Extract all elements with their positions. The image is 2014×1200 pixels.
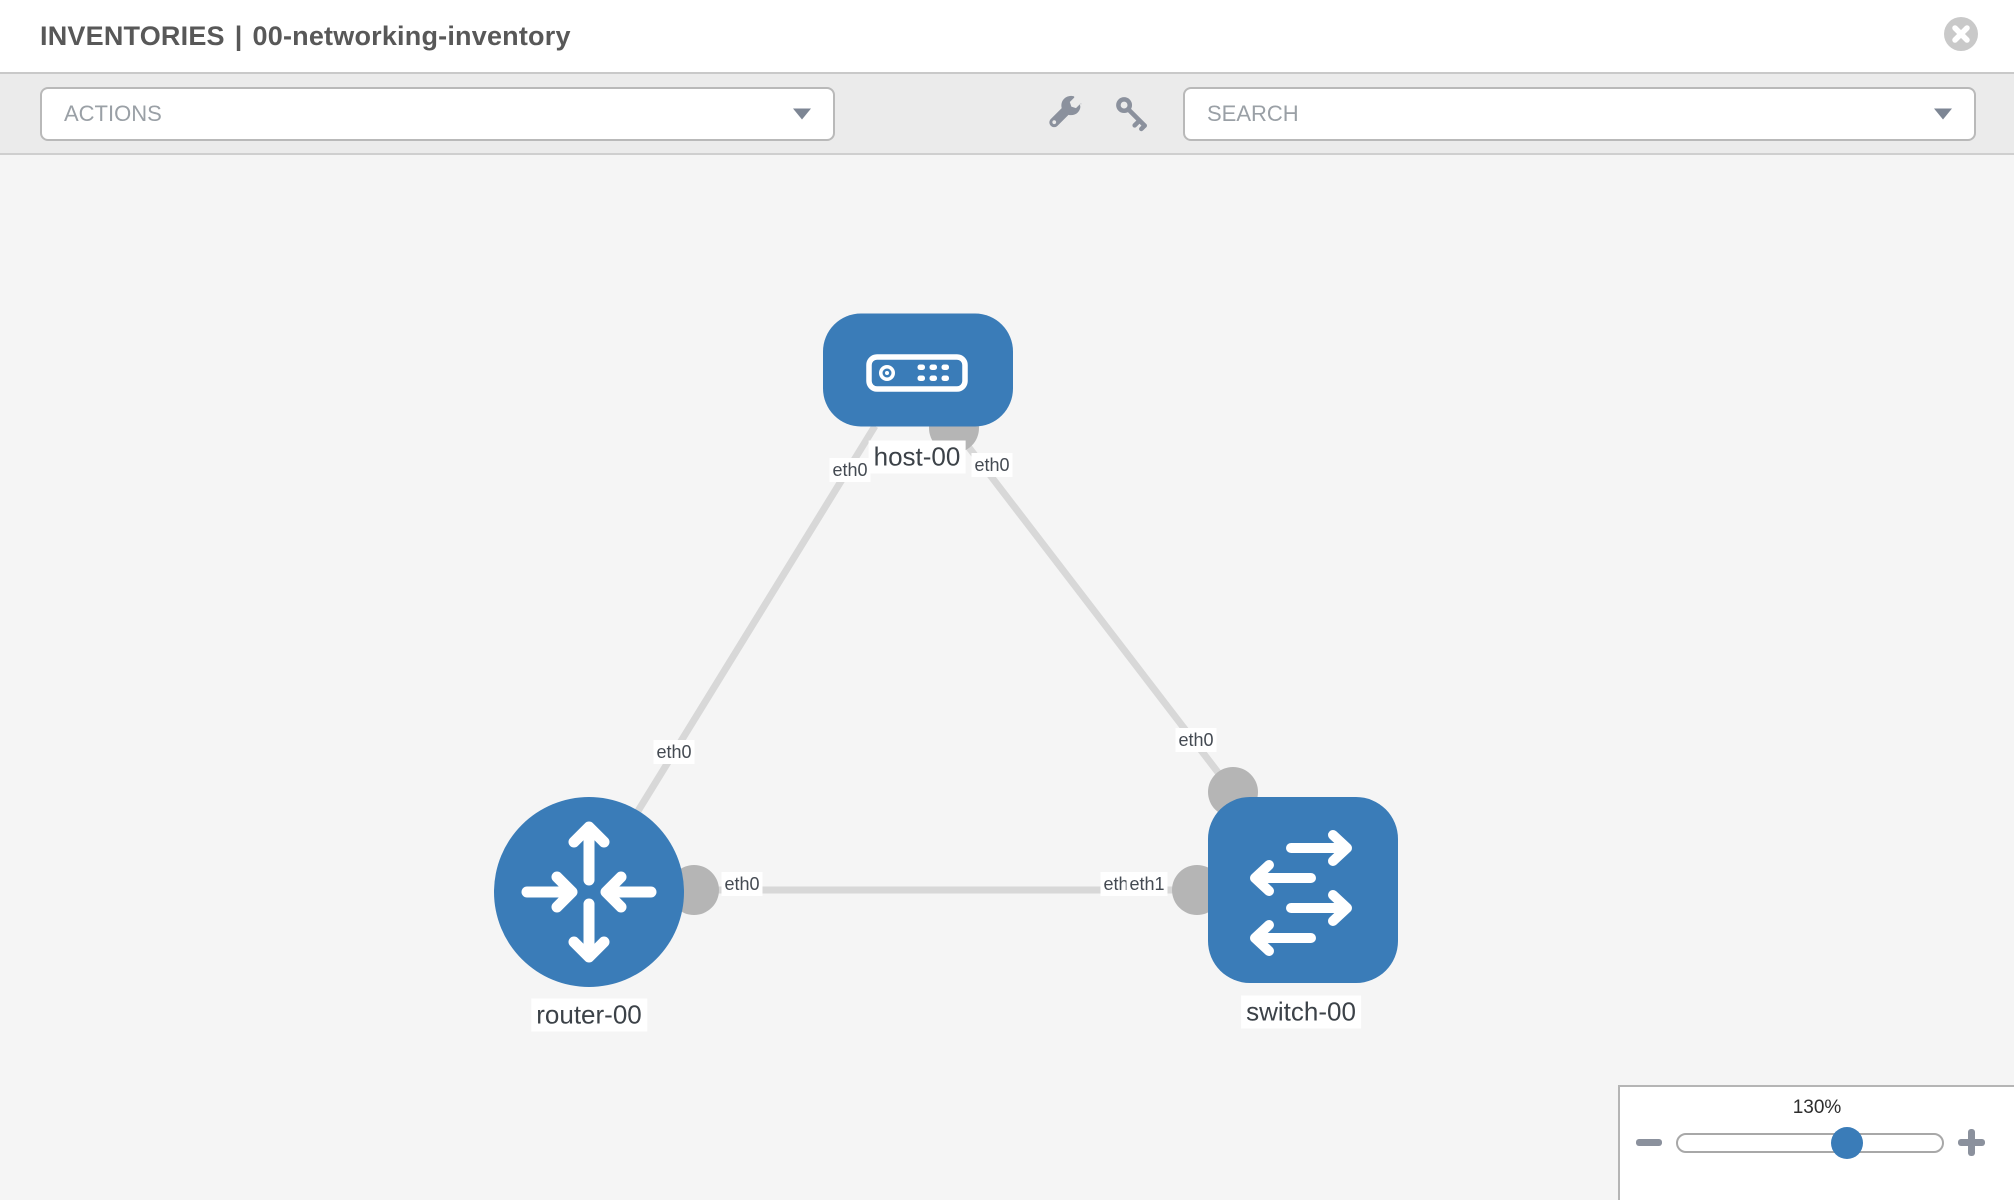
title-separator: | [234, 20, 243, 51]
zoom-level: 130% [1792, 1097, 1842, 1118]
chevron-down-icon [1934, 108, 1952, 120]
actions-dropdown-label: ACTIONS [64, 101, 162, 126]
zoom-panel: 130% [1618, 1085, 2014, 1200]
key-icon[interactable] [1111, 93, 1155, 137]
zoom-out-minus-icon[interactable] [1636, 1139, 1662, 1146]
chevron-down-icon [793, 108, 811, 120]
toolbar: ACTIONS SEARCH [0, 72, 2014, 155]
zoom-slider[interactable] [1676, 1126, 1944, 1159]
zoom-slider-handle[interactable] [1830, 1126, 1863, 1159]
close-button[interactable] [1944, 17, 1978, 51]
node-host-00[interactable] [823, 313, 1013, 427]
page-title-prefix: INVENTORIES [40, 20, 225, 51]
inventory-name: 00-networking-inventory [252, 20, 571, 51]
link-host-00-router-00[interactable] [635, 424, 878, 813]
node-label-host-00[interactable]: host-00 [868, 440, 966, 474]
node-switch-00[interactable] [1208, 797, 1398, 983]
actions-dropdown[interactable]: ACTIONS [40, 87, 835, 141]
search-dropdown[interactable]: SEARCH [1183, 87, 1976, 141]
zoom-in-plus-icon[interactable] [1958, 1129, 1985, 1156]
wrench-icon[interactable] [1044, 93, 1088, 137]
node-label-switch-00[interactable]: switch-00 [1241, 995, 1361, 1029]
search-dropdown-label: SEARCH [1207, 101, 1299, 126]
link-host-00-switch-00[interactable] [951, 425, 1236, 795]
node-label-router-00[interactable]: router-00 [531, 998, 647, 1032]
page-title: INVENTORIES | 00-networking-inventory [40, 21, 571, 52]
node-router-00[interactable] [494, 797, 684, 987]
modal-header: INVENTORIES | 00-networking-inventory [0, 0, 2014, 72]
close-icon [1944, 17, 1978, 54]
topology-svg [494, 313, 1398, 987]
